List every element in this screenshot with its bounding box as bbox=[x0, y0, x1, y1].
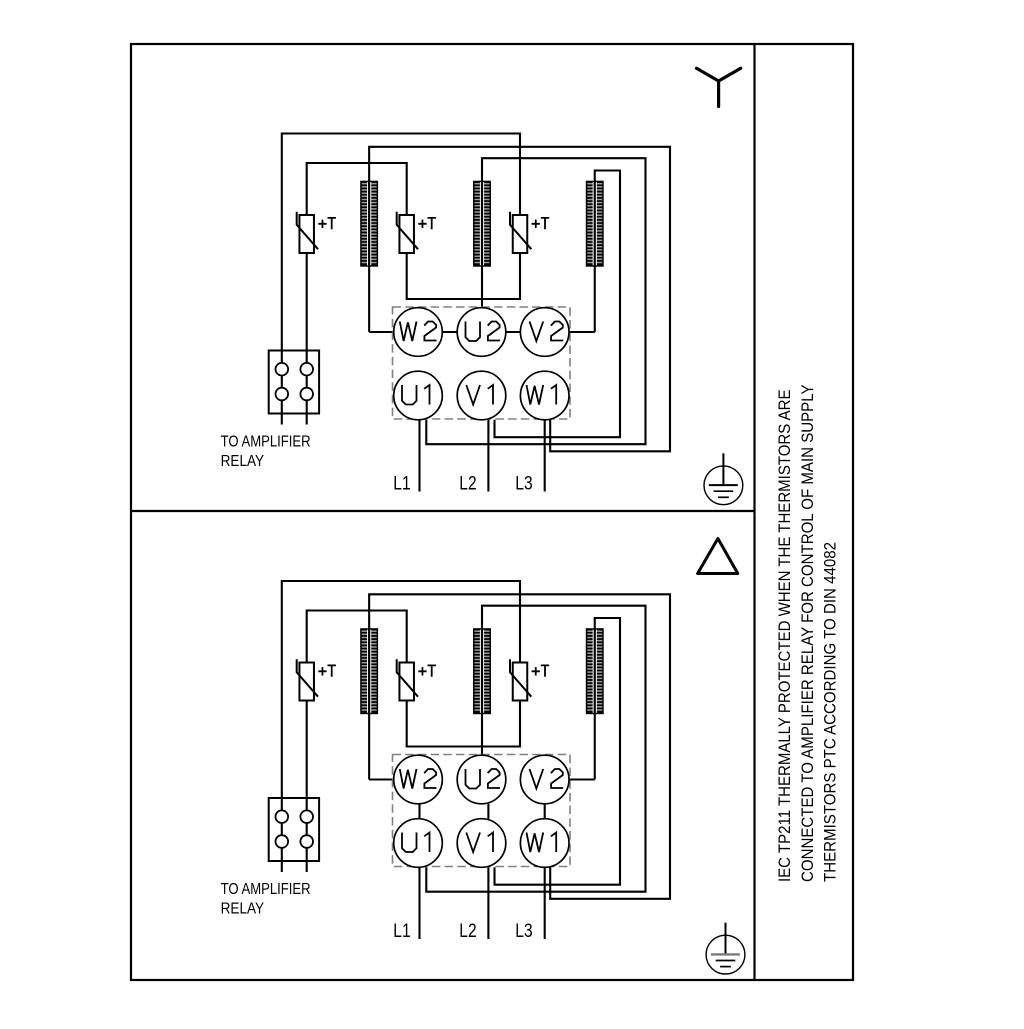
svg-text:THERMISTORS PTC ACCORDING TO D: THERMISTORS PTC ACCORDING TO DIN 44082 bbox=[821, 542, 839, 882]
svg-text:CONNECTED TO AMPLIFIER RELAY F: CONNECTED TO AMPLIFIER RELAY FOR CONTROL… bbox=[799, 385, 817, 883]
svg-text:IEC TP211 THERMALLY PROTECTED: IEC TP211 THERMALLY PROTECTED WHEN THE T… bbox=[776, 390, 794, 883]
